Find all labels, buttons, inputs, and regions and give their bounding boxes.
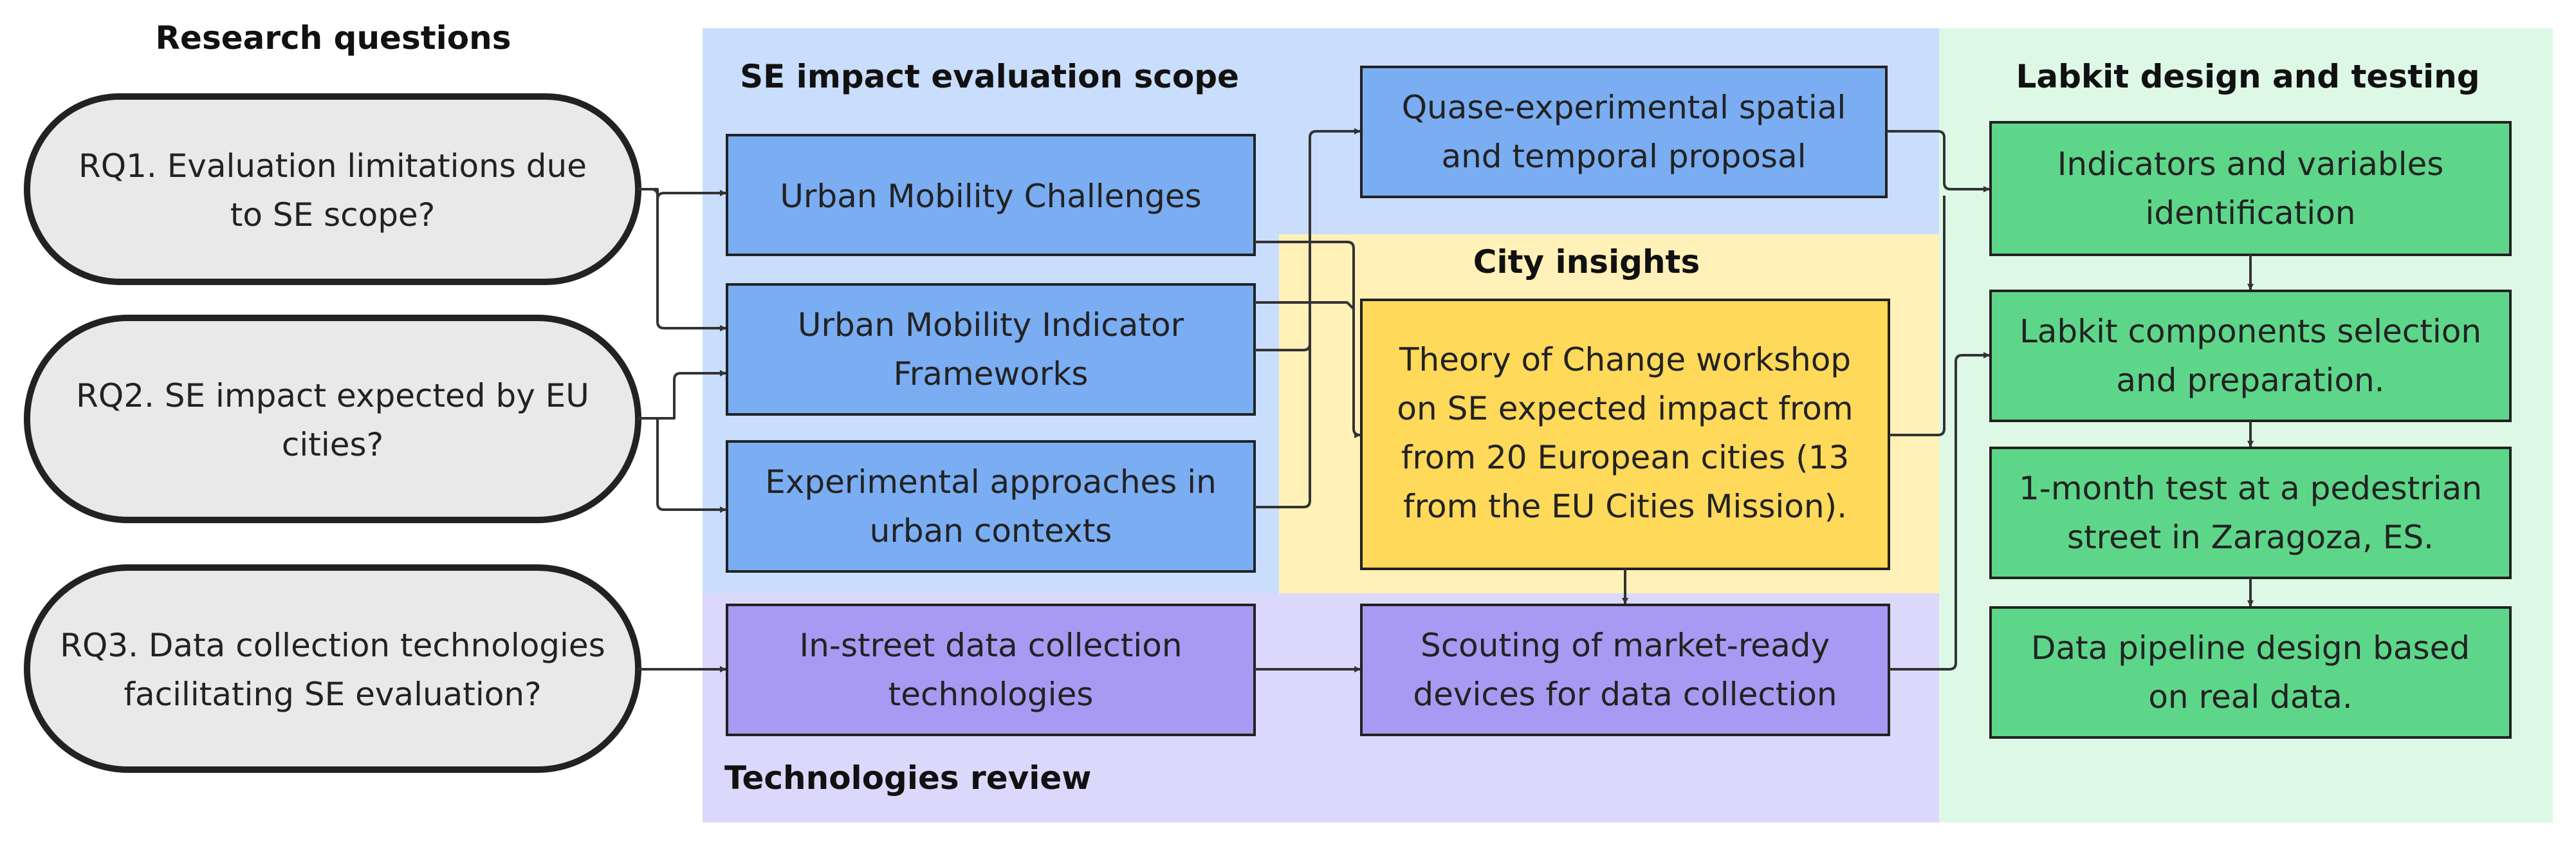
city-heading: City insights [1473, 243, 1700, 281]
labkit-box-4-line-1: Data pipeline design based [2031, 629, 2470, 667]
toc-box-line-2: on SE expected impact from [1397, 390, 1853, 427]
research-questions-heading: Research questions [156, 19, 511, 57]
arrow-rq2-experimental [638, 417, 726, 513]
tech-box-2-line-1: Scouting of market-ready [1421, 627, 1830, 664]
labkit-box-1-line-1: Indicators and variables [2057, 145, 2444, 183]
tech-box-1-line-1: In-street data collection [799, 627, 1182, 664]
research-question-rq2: RQ2. SE impact expected by EU cities? [24, 315, 641, 523]
rq2-line-1: RQ2. SE impact expected by EU [76, 377, 589, 414]
arrow-frameworks-toc [1255, 301, 1355, 310]
quasi-experimental-box: Quase-experimental spatial and temporal … [1360, 66, 1888, 198]
arrow-quasi-indicators [1886, 130, 1990, 192]
toc-box-line-4: from the EU Cities Mission). [1403, 488, 1847, 525]
toc-box-line-1: Theory of Change workshop [1399, 341, 1851, 378]
tech-box-scouting: Scouting of market-ready devices for dat… [1360, 604, 1890, 736]
arrow-rq1-frameworks [638, 188, 726, 331]
arrow-challenges-toc [1255, 241, 1361, 438]
labkit-box-pipeline: Data pipeline design based on real data. [1989, 606, 2512, 739]
tech-box-in-street: In-street data collection technologies [726, 604, 1256, 736]
arrow-rq2-frameworks [638, 370, 726, 420]
arrow-toc-indicators [1889, 196, 1946, 436]
labkit-box-1-line-2: identification [2146, 194, 2356, 232]
scope-box-urban-mobility-challenges: Urban Mobility Challenges [726, 134, 1256, 256]
labkit-box-indicators: Indicators and variables identification [1989, 121, 2512, 256]
labkit-box-2-line-1: Labkit components selection [2019, 313, 2481, 350]
labkit-box-test: 1-month test at a pedestrian street in Z… [1989, 447, 2512, 579]
arrow-experimental-quasi [1255, 344, 1311, 508]
rq3-line-2: facilitating SE evaluation? [124, 676, 541, 713]
labkit-box-3-line-1: 1-month test at a pedestrian [2019, 470, 2482, 507]
labkit-box-components: Labkit components selection and preparat… [1989, 290, 2512, 422]
scope-box-indicator-frameworks: Urban Mobility Indicator Frameworks [726, 283, 1256, 416]
scope-box-2-line-1: Urban Mobility Indicator [798, 306, 1184, 344]
tech-box-1-line-2: technologies [888, 676, 1094, 713]
scope-box-3-line-2: urban contexts [870, 512, 1112, 550]
rq3-line-1: RQ3. Data collection technologies [60, 627, 605, 664]
arrow-scouting-components [1889, 352, 1990, 671]
technologies-heading: Technologies review [724, 759, 1091, 797]
theory-of-change-box: Theory of Change workshop on SE expected… [1360, 299, 1890, 570]
scope-box-1-line-1: Urban Mobility Challenges [780, 178, 1201, 215]
rq2-line-2: cities? [282, 426, 383, 463]
tech-box-2-line-2: devices for data collection [1413, 676, 1837, 713]
labkit-box-2-line-2: and preparation. [2116, 362, 2384, 399]
scope-box-3-line-1: Experimental approaches in [765, 463, 1217, 501]
connectors [638, 128, 2254, 672]
research-question-rq1: RQ1. Evaluation limitations due to SE sc… [24, 93, 641, 285]
scope-box-experimental-approaches: Experimental approaches in urban context… [726, 440, 1256, 573]
quasi-box-line-2: and temporal proposal [1441, 138, 1806, 175]
toc-box-line-3: from 20 European cities (13 [1401, 439, 1850, 476]
labkit-box-3-line-2: street in Zaragoza, ES. [2067, 519, 2434, 556]
labkit-box-4-line-2: on real data. [2148, 678, 2352, 716]
labkit-heading: Labkit design and testing [2016, 58, 2479, 95]
quasi-box-line-1: Quase-experimental spatial [1402, 89, 1846, 126]
scope-heading: SE impact evaluation scope [740, 58, 1239, 95]
scope-box-2-line-2: Frameworks [894, 355, 1089, 393]
rq1-line-1: RQ1. Evaluation limitations due [78, 147, 587, 185]
rq1-line-2: to SE scope? [230, 196, 435, 234]
research-question-rq3: RQ3. Data collection technologies facili… [24, 564, 641, 773]
